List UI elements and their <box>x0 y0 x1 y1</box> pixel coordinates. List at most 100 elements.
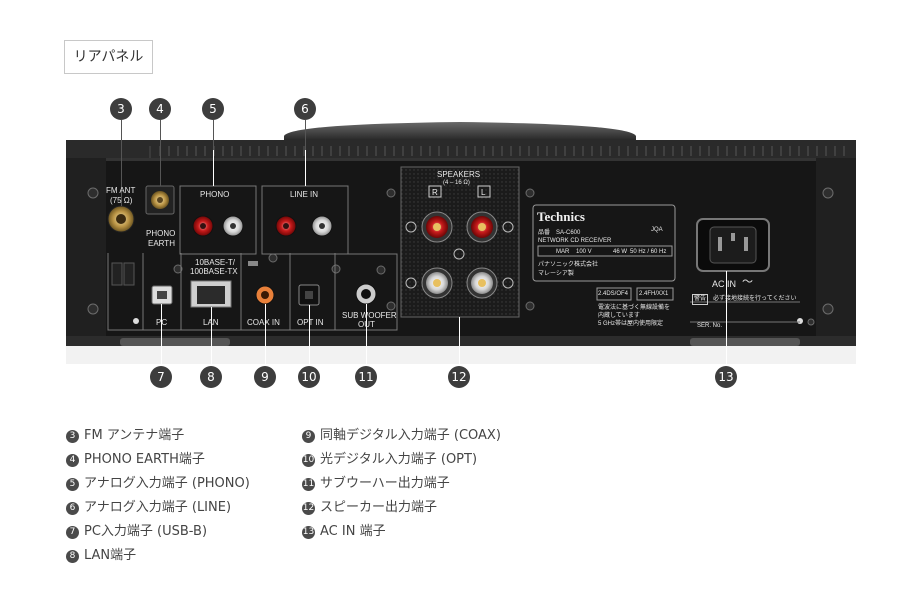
label-ac-in: AC IN <box>712 279 737 289</box>
label-radio-2: 2.4FH/XX1 <box>639 291 669 297</box>
legend-badge: 12 <box>302 502 315 515</box>
legend-item-11: 11 サブウーハー出力端子 <box>302 476 450 492</box>
leader-6b <box>305 150 306 186</box>
legend-badge: 8 <box>66 550 79 563</box>
leader-4 <box>160 120 161 186</box>
label-fm-ant: FM ANT <box>106 186 136 195</box>
legend-text: 同軸デジタル入力端子 (COAX) <box>320 428 501 443</box>
legend-text: アナログ入力端子 (PHONO) <box>84 476 250 491</box>
label-power-2: 100 V <box>576 249 592 255</box>
badge-12: 12 <box>448 366 470 388</box>
label-radio-note-3: 5 GHz帯は屋内使用限定 <box>598 321 664 327</box>
leader-9 <box>265 304 266 366</box>
jqa-mark: JQA <box>651 227 663 233</box>
page-title: リアパネル <box>64 40 153 74</box>
legend-text: AC IN 端子 <box>320 524 386 539</box>
legend-item-9: 9 同軸デジタル入力端子 (COAX) <box>302 428 501 444</box>
legend-text: PHONO EARTH端子 <box>84 452 205 467</box>
label-power-4: 50 Hz / 60 Hz <box>630 249 667 255</box>
speaker-terminal-plate <box>400 166 520 318</box>
legend-text: LAN端子 <box>84 548 137 563</box>
leader-11 <box>366 304 367 366</box>
label-phono-earth-1: PHONO <box>146 229 176 238</box>
legend-badge: 11 <box>302 478 315 491</box>
leader-8 <box>211 307 212 366</box>
label-model: SA-C600 <box>556 230 581 236</box>
legend-item-7: 7 PC入力端子 (USB-B) <box>66 524 207 540</box>
leader-12 <box>459 317 460 366</box>
label-fm-ohm: (75 Ω) <box>110 196 133 205</box>
label-speaker-l: L <box>481 188 486 197</box>
legend-text: スピーカー出力端子 <box>320 500 438 515</box>
legend-text: アナログ入力端子 (LINE) <box>84 500 232 515</box>
leader-13 <box>726 271 727 366</box>
legend-item-4: 4 PHONO EARTH端子 <box>66 452 205 468</box>
badge-6: 6 <box>294 98 316 120</box>
top-disc <box>284 122 636 144</box>
badge-9: 9 <box>254 366 276 388</box>
legend-text: FM アンテナ端子 <box>84 428 185 443</box>
leader-5 <box>213 120 214 150</box>
label-coax-in: COAX IN <box>247 318 280 327</box>
label-line-in: LINE IN <box>290 190 319 199</box>
legend-badge: 7 <box>66 526 79 539</box>
legend-text: PC入力端子 (USB-B) <box>84 524 208 539</box>
legend-item-8: 8 LAN端子 <box>66 548 136 564</box>
leader-7 <box>161 304 162 366</box>
badge-5: 5 <box>202 98 224 120</box>
rear-panel-illustration: 3 4 5 6 7 8 9 10 11 12 13 FM ANT (75 Ω) … <box>66 98 856 388</box>
label-maker: パナソニック株式会社 <box>538 262 599 268</box>
label-sub-woofer-1: SUB WOOFER <box>342 311 397 320</box>
label-ac-symbol: ～ <box>742 276 753 288</box>
badge-4: 4 <box>149 98 171 120</box>
badge-11: 11 <box>355 366 377 388</box>
label-speakers: SPEAKERS <box>437 170 481 179</box>
legend-item-3: 3 FM アンテナ端子 <box>66 428 184 444</box>
brand-logo: Technics <box>537 209 585 224</box>
legend-text: サブウーハー出力端子 <box>320 476 450 491</box>
leader-6 <box>305 120 306 150</box>
label-radio-note-2: 内蔵しています <box>598 313 640 319</box>
label-model-desc: NETWORK CD RECEIVER <box>538 238 612 244</box>
leader-3 <box>121 120 122 206</box>
label-lan-top-2: 100BASE-TX <box>190 267 238 276</box>
foot-left <box>120 338 230 346</box>
legend-badge: 9 <box>302 430 315 443</box>
legend-item-6: 6 アナログ入力端子 (LINE) <box>66 500 231 516</box>
label-warning: 必ず接地接続を行ってください <box>713 296 797 302</box>
label-warning-tag: 警告 <box>692 294 709 305</box>
device-rear-svg <box>66 122 856 364</box>
legend-badge: 6 <box>66 502 79 515</box>
legend-text: 光デジタル入力端子 (OPT) <box>320 452 478 467</box>
label-opt-in: OPT IN <box>297 318 324 327</box>
foot-right <box>690 338 800 346</box>
badge-7: 7 <box>150 366 172 388</box>
leader-10 <box>309 305 310 366</box>
top-cover <box>66 140 856 158</box>
legend-badge: 3 <box>66 430 79 443</box>
badge-13: 13 <box>715 366 737 388</box>
label-speakers-ohm: (4 – 16 Ω) <box>443 180 470 186</box>
label-phono: PHONO <box>200 190 230 199</box>
label-lan-top-1: 10BASE-T/ <box>195 258 236 267</box>
label-model-tag: 品番 <box>538 230 551 236</box>
label-radio-note-1: 電波法に基づく無線設備を <box>598 305 671 311</box>
label-phono-earth-2: EARTH <box>148 239 175 248</box>
line-in-group-frame <box>261 185 349 255</box>
legend-badge: 4 <box>66 454 79 467</box>
badge-10: 10 <box>298 366 320 388</box>
screws <box>87 187 834 326</box>
label-speaker-r: R <box>432 188 438 197</box>
label-lan: LAN <box>203 318 219 327</box>
label-power-1: MAR <box>556 249 570 255</box>
badge-8: 8 <box>200 366 222 388</box>
label-pc: PC <box>156 318 168 327</box>
leader-5b <box>213 150 214 186</box>
label-origin: マレーシア製 <box>538 271 574 277</box>
vent-slots <box>159 146 845 156</box>
legend-item-12: 12 スピーカー出力端子 <box>302 500 437 516</box>
label-sub-woofer-2: OUT <box>358 320 375 329</box>
